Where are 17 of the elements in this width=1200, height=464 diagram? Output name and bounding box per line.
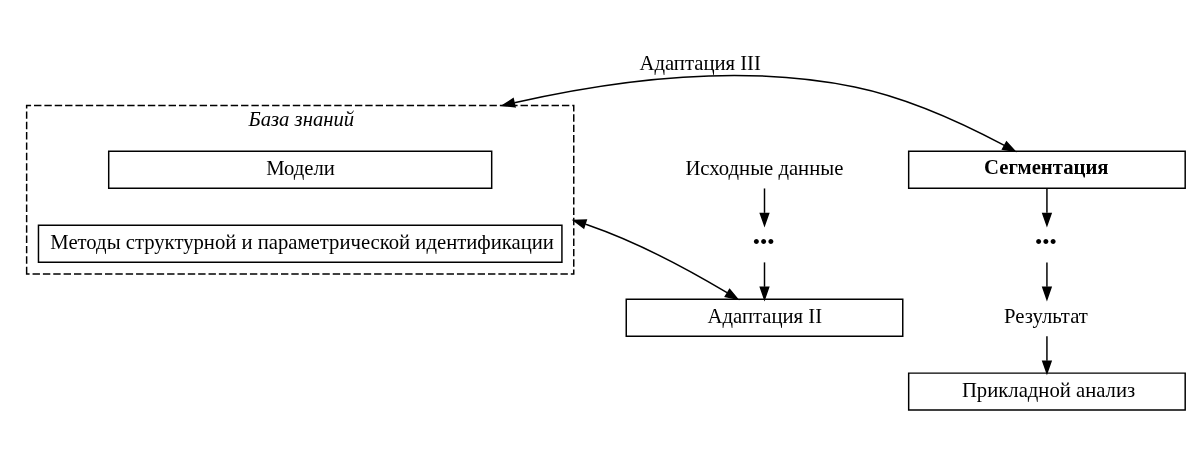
node-text: Исходные данные	[685, 157, 844, 180]
node-text: Результат	[1004, 305, 1088, 328]
arrow	[1041, 261, 1053, 302]
arrow	[1041, 187, 1053, 228]
node-text: •••	[1035, 231, 1057, 254]
node-text: •••	[752, 231, 775, 254]
node-box: Модели	[107, 150, 493, 189]
node-box: Методы структурной и параметрической идентификации	[37, 224, 563, 263]
edge-label: Адаптация III	[639, 52, 761, 75]
node-box: Адаптация II	[625, 298, 904, 337]
node-box: Сегментация	[907, 150, 1186, 189]
arrow	[500, 74, 1017, 153]
arrow	[571, 219, 740, 301]
arrow	[759, 261, 770, 302]
arrow	[1041, 335, 1053, 376]
node-box: Прикладной анализ	[907, 372, 1186, 411]
arrow	[759, 187, 770, 228]
